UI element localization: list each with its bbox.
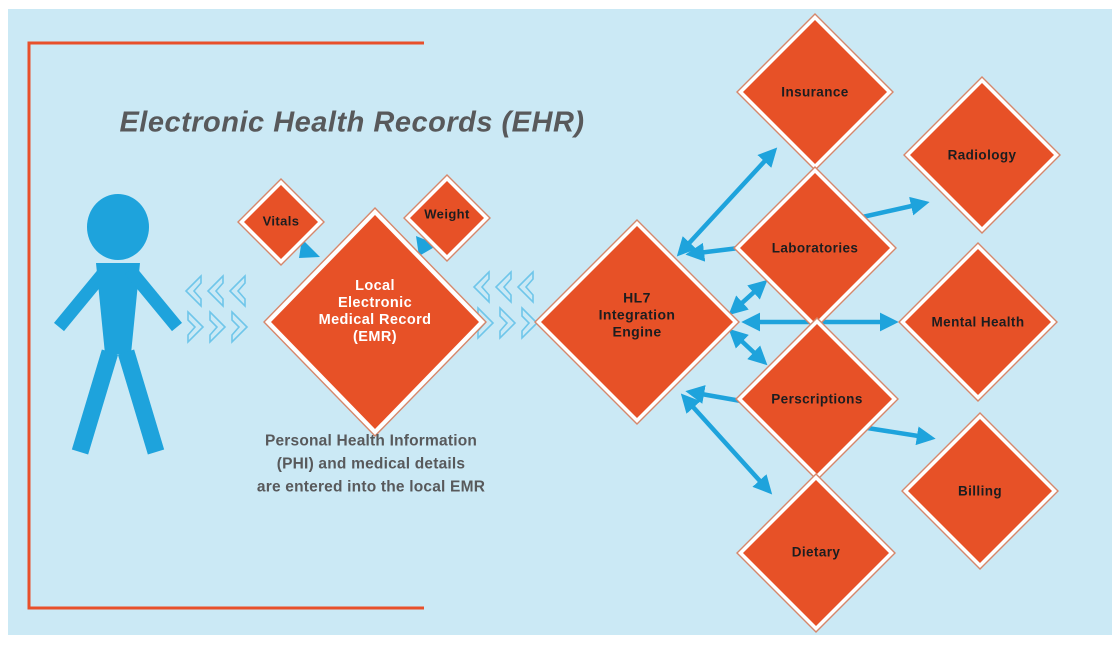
arrow-hl7-laboratories bbox=[728, 279, 768, 316]
phi-note: Personal Health Information (PHI) and me… bbox=[257, 430, 485, 499]
arrow-hl7-dietary bbox=[680, 393, 773, 495]
diamond-vitals bbox=[237, 178, 325, 266]
node-label-radiology: Radiology bbox=[947, 147, 1017, 163]
diamond-billing bbox=[901, 412, 1059, 570]
node-label-laboratories: Laboratories bbox=[771, 240, 859, 256]
emr-line-1: Local bbox=[355, 278, 395, 294]
diamond-insurance bbox=[736, 13, 894, 171]
node-label-hl7: HL7 Integration Engine bbox=[599, 290, 676, 341]
diamond-dietary bbox=[736, 473, 896, 633]
chevron-left-icons-person bbox=[184, 274, 246, 308]
diamond-weight bbox=[403, 174, 491, 262]
hl7-line-1: HL7 bbox=[623, 289, 651, 306]
vitals-feed-triangle-icon bbox=[299, 239, 320, 258]
diamond-mental-health bbox=[898, 242, 1058, 402]
node-label-perscriptions: Perscriptions bbox=[771, 391, 863, 407]
chevron-left-icons-hl7 bbox=[472, 270, 534, 304]
weight-feed-triangle-icon bbox=[416, 236, 438, 256]
emr-line-2: Electronic bbox=[337, 295, 413, 311]
phi-note-line-1: Personal Health Information bbox=[264, 432, 478, 450]
arrow-laboratories-radiology bbox=[857, 196, 930, 221]
phi-note-line-3: are entered into the local EMR bbox=[256, 478, 486, 496]
diamond-radiology bbox=[903, 76, 1061, 234]
node-label-vitals: Vitals bbox=[262, 213, 300, 229]
arrow-hl7-insurance bbox=[676, 147, 778, 257]
diamond-perscriptions bbox=[735, 317, 899, 481]
person-icon bbox=[53, 194, 183, 455]
diamond-emr bbox=[263, 206, 487, 438]
emr-line-3: Medical Record bbox=[318, 312, 432, 328]
node-label-billing: Billing bbox=[957, 483, 1003, 499]
emr-line-4: (EMR) bbox=[353, 329, 397, 345]
hl7-line-2: Integration bbox=[598, 306, 676, 323]
hl7-line-3: Engine bbox=[612, 323, 662, 340]
page-title: Electronic Health Records (EHR) bbox=[119, 106, 585, 139]
frame-bracket bbox=[27, 41, 424, 610]
node-label-weight: Weight bbox=[424, 206, 470, 222]
arrow-hl7-perscriptions bbox=[728, 328, 768, 366]
diamond-hl7 bbox=[534, 219, 740, 425]
node-label-emr: Local Electronic Medical Record (EMR) bbox=[319, 278, 432, 346]
node-label-insurance: Insurance bbox=[781, 84, 849, 100]
arrow-perscriptions-billing bbox=[860, 424, 936, 446]
phi-note-line-2: (PHI) and medical details bbox=[276, 455, 466, 473]
diamond-laboratories bbox=[733, 166, 897, 330]
node-label-mental-health: Mental Health bbox=[931, 314, 1025, 330]
chevron-right-icons-person bbox=[187, 310, 249, 344]
node-label-dietary: Dietary bbox=[791, 544, 841, 560]
line-laboratories-hl7 bbox=[685, 242, 740, 262]
